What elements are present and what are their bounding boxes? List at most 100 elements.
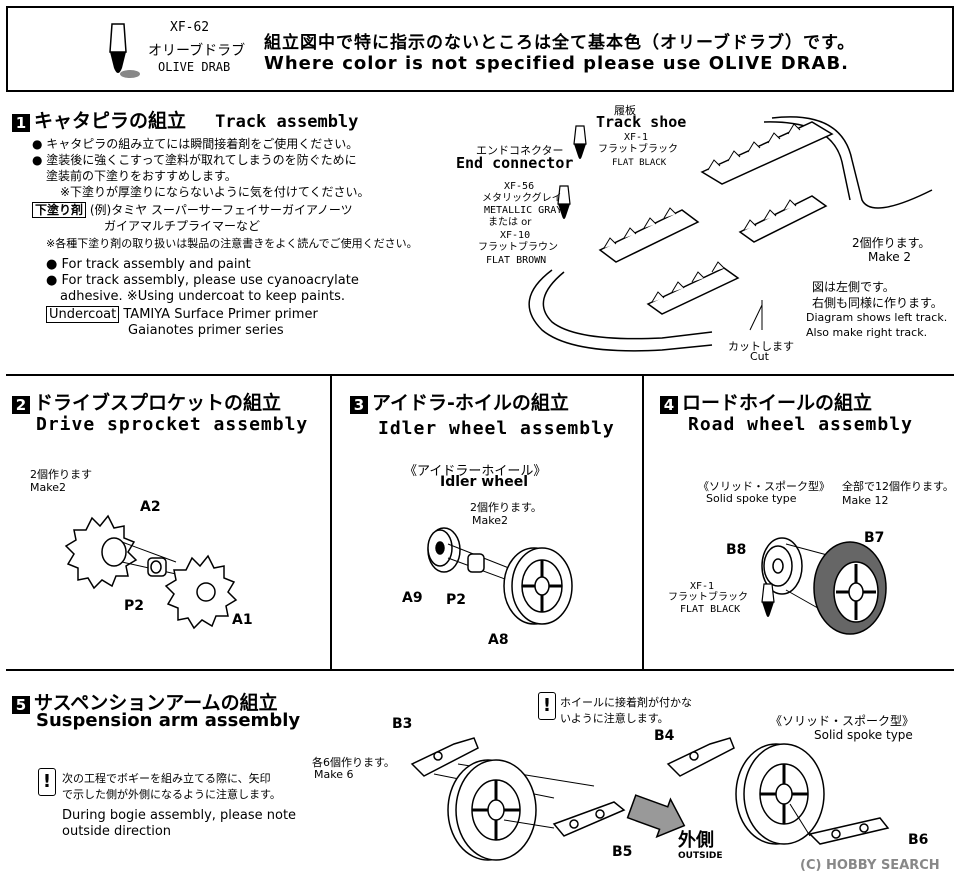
idler-spacer-p2 xyxy=(467,553,485,573)
suspension-arm-left-diagram xyxy=(410,737,626,861)
s4-part-b7: B7 xyxy=(864,530,885,546)
section1-title-jp: キャタピラの組立 xyxy=(34,110,187,132)
s1-make-jp: 2個作ります。 xyxy=(852,236,931,250)
arm-b3 xyxy=(410,737,479,777)
header-note-en: Where color is not specified please use … xyxy=(264,53,850,74)
road-wheel-b8 xyxy=(761,537,803,595)
s2-make-jp: 2個作ります xyxy=(30,468,92,481)
road-wheel-diagram xyxy=(761,537,887,635)
s1-bullet-en-3: adhesive. ※Using undercoat to keep paint… xyxy=(60,289,345,304)
spacer-p2 xyxy=(147,557,167,577)
s1-end-conn-jp: エンドコネクター xyxy=(476,144,564,157)
mid-divider-2 xyxy=(642,374,644,671)
s1-ec-paint-code2: XF-10 xyxy=(500,230,531,241)
s5-note-en1: During bogie assembly, please note xyxy=(62,808,297,823)
section2-title-jp: ドライブスプロケットの組立 xyxy=(34,392,282,414)
s1-ts-paint-jp: フラットブラック xyxy=(598,144,678,155)
s5-sub-en: Solid spoke type xyxy=(814,728,913,742)
watermark: (C) HOBBY SEARCH xyxy=(800,858,940,873)
section3-title-jp: アイドラ-ホイルの組立 xyxy=(372,392,569,414)
section1-jp-instructions: ● キャタピラの組み立てには瞬間接着剤をご使用ください。 ● 塗装後に強くこすっ… xyxy=(32,136,369,234)
section5-title-en: Suspension arm assembly xyxy=(36,710,301,731)
arm-b4 xyxy=(666,737,735,777)
s5-make-jp: 各6個作ります。 xyxy=(312,756,395,769)
s1-ec-or: または or xyxy=(488,217,532,228)
s1-undercoat-line1: TAMIYA Surface Primer primer xyxy=(123,307,318,322)
s2-part-a1: A1 xyxy=(232,612,253,628)
s5-part-b6: B6 xyxy=(908,832,929,848)
track-shoe-right xyxy=(738,195,828,243)
watermark-copyright: (C) xyxy=(800,858,822,873)
s1-track-shoe-jp: 履板 xyxy=(614,104,636,117)
section1-number: 1 xyxy=(12,113,30,132)
s5-glue-warning-icon: ! xyxy=(538,692,556,720)
s3-sub-jp: 《アイドラーホイール》 xyxy=(404,464,547,479)
s1-ec-paint-jp1: メタリックグレイ xyxy=(482,193,562,204)
s1-caution-jp: ※各種下塗り剤の取り扱いは製品の注意書きをよく読んでご使用ください。 xyxy=(46,237,418,250)
s1-ts-paint-en: FLAT BLACK xyxy=(612,158,667,168)
s5-part-b3: B3 xyxy=(392,716,413,732)
section4-number: 4 xyxy=(660,395,678,414)
s5-note-jp2: で示した側が外側になるように注意します。 xyxy=(62,788,281,801)
s5-make-en: Make 6 xyxy=(314,768,354,781)
track-shoe-top xyxy=(700,121,834,185)
s4-sub-en: Solid spoke type xyxy=(706,492,797,505)
s1-bullet-jp-2: ● 塗装後に強くこすって塗料が取れてしまうのを防ぐために xyxy=(32,153,357,167)
section1-en-instructions: ● For track assembly and paint ● For tra… xyxy=(46,257,359,339)
s1-ec-paint-code1: XF-56 xyxy=(504,181,535,192)
track-shoe-bottom xyxy=(646,261,740,315)
paint-brush-icon xyxy=(109,23,140,78)
header-paint-name-jp: オリーブドラブ xyxy=(148,43,246,59)
header-paint-name-en: OLIVE DRAB xyxy=(158,60,231,74)
s1-bullet-en-1: ● For track assembly and paint xyxy=(46,257,251,272)
track-assembly-diagram xyxy=(528,116,933,352)
s5-outside-en: OUTSIDE xyxy=(678,851,723,861)
mid-divider-1 xyxy=(330,374,332,671)
s5-glue-jp2: いように注意します。 xyxy=(560,712,669,725)
s1-primer-row-1: 下塗り剤 (例)タミヤ スーパーサーフェイサーガイアノーツ xyxy=(32,202,369,218)
outside-arrow xyxy=(626,794,686,839)
s1-bullet-jp-3: 塗装前の下塗りをおすすめします。 xyxy=(46,169,237,183)
s5-note-jp1: 次の工程でボギーを組み立てる際に、矢印 xyxy=(62,772,271,785)
s3-part-p2: P2 xyxy=(446,592,467,608)
s5-sub-jp: 《ソリッド・スポーク型》 xyxy=(770,714,915,728)
s1-ec-paint-en2: FLAT BROWN xyxy=(486,255,547,266)
s5-warning-icon: ! xyxy=(38,768,56,796)
mid-frame-top xyxy=(6,374,954,376)
header-paint-code: XF-62 xyxy=(170,20,210,35)
s3-sub-en: Idler wheel xyxy=(440,474,528,490)
s5-part-b4: B4 xyxy=(654,728,675,744)
section4-title-jp: ロードホイールの組立 xyxy=(682,392,873,414)
section2-title-en: Drive sprocket assembly xyxy=(36,414,309,435)
arm-b6 xyxy=(808,817,890,845)
section2-number: 2 xyxy=(12,395,30,414)
s1-cut-jp: カットします xyxy=(728,340,794,353)
s3-part-a8: A8 xyxy=(488,632,509,648)
section5-number: 5 xyxy=(12,695,30,714)
suspension-arm-right-diagram xyxy=(666,737,890,845)
s5-note-en2: outside direction xyxy=(62,824,172,839)
sprocket-a1 xyxy=(164,554,238,630)
s4-sub-jp: 《ソリッド・スポーク型》 xyxy=(698,480,830,493)
s1-end-conn-en: End connector xyxy=(456,154,574,172)
s1-primer-label: 下塗り剤 xyxy=(32,202,87,218)
color-note-box: XF-62 オリーブドラブ OLIVE DRAB 組立図中で特に指示のないところ… xyxy=(6,6,954,92)
header-note-jp: 組立図中で特に指示のないところは全て基本色（オリーブドラブ）です。 xyxy=(264,33,856,53)
s3-make-en: Make2 xyxy=(472,514,508,527)
s4-paint-jp: フラットブラック xyxy=(668,592,748,603)
s1-undercoat-row: Undercoat TAMIYA Surface Primer primer xyxy=(46,306,359,323)
s2-part-p2: P2 xyxy=(124,598,145,614)
track-shoe-mid xyxy=(598,207,700,263)
s1-diagram-jp1: 図は左側です。 xyxy=(812,280,895,294)
idler-wheel-diagram xyxy=(427,527,573,625)
end-connector-brush-icon xyxy=(557,185,571,219)
s1-undercoat-line2: Gaianotes primer series xyxy=(128,323,284,338)
road-wheel-b7 xyxy=(813,541,887,635)
s1-primer-line2: ガイアマルチプライマーなど xyxy=(104,219,261,233)
s1-diagram-en1: Diagram shows left track. xyxy=(806,311,948,324)
s5-outside-jp: 外側 xyxy=(678,830,714,851)
wheel-right xyxy=(735,743,825,845)
